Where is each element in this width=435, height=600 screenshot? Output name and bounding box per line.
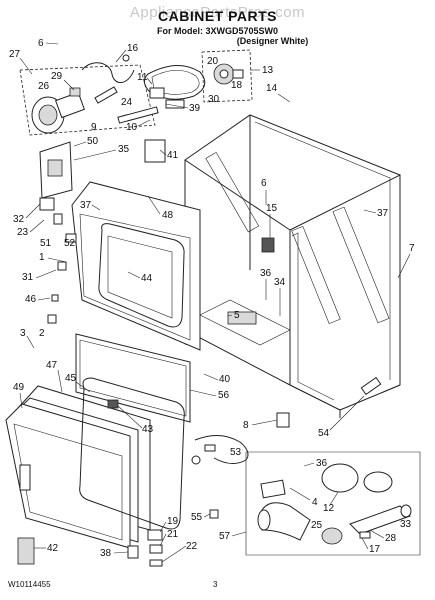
callout-label: 44 <box>141 273 153 284</box>
callout-label: 6 <box>38 38 44 49</box>
callout-label: 48 <box>162 210 174 221</box>
callout-label: 53 <box>230 447 242 458</box>
callout-label: 27 <box>9 49 21 60</box>
callout-label: 24 <box>121 97 133 108</box>
model-line: For Model: 3XWGD5705SW0 <box>156 26 279 36</box>
callout-label: 28 <box>385 533 397 544</box>
callout-label: 54 <box>318 428 330 439</box>
callout-label: 42 <box>47 543 59 554</box>
callout-label: 36 <box>316 458 328 469</box>
callout-label: 1 <box>39 252 45 263</box>
callout-label: 46 <box>25 294 37 305</box>
callout-label: 6 <box>261 178 267 189</box>
callout-label: 56 <box>218 390 230 401</box>
callout-label: 37 <box>377 208 389 219</box>
callout-label: 13 <box>262 65 274 76</box>
callout-label: 7 <box>409 243 415 254</box>
callout-label: 25 <box>311 520 323 531</box>
callout-label: 2 <box>39 328 45 339</box>
callout-label: 22 <box>186 541 198 552</box>
callout-label: 41 <box>167 150 179 161</box>
callout-label: 39 <box>189 103 201 114</box>
callout-label: 11 <box>137 72 148 83</box>
callout-label: 50 <box>87 136 99 147</box>
callout-label: 9 <box>91 122 97 133</box>
callout-label: 8 <box>243 420 249 431</box>
callout-label: 21 <box>167 529 179 540</box>
callout-label: 12 <box>323 503 335 514</box>
model-note: (Designer White) <box>236 36 309 46</box>
callout-label: 57 <box>219 531 231 542</box>
page-number: 3 <box>213 580 218 589</box>
callout-label: 19 <box>167 516 179 527</box>
callout-label: 4 <box>312 497 318 508</box>
callout-label: 55 <box>191 512 203 523</box>
watermark: AppliancePartsPros.com <box>129 4 306 21</box>
callout-label: 17 <box>369 544 381 555</box>
callout-label: 35 <box>118 144 130 155</box>
document-number: W10114455 <box>8 580 51 589</box>
page-title: CABINET PARTS <box>157 8 278 24</box>
front-panel <box>71 181 201 351</box>
callout-label: 45 <box>65 373 77 384</box>
knob-assembly <box>201 49 253 103</box>
callout-label: 26 <box>38 81 50 92</box>
callout-label: 49 <box>13 382 25 393</box>
callout-label: 31 <box>22 272 34 283</box>
callout-label: 15 <box>266 203 278 214</box>
callout-label: 20 <box>207 56 219 67</box>
callout-label: 34 <box>274 277 286 288</box>
callout-label: 29 <box>51 71 63 82</box>
callout-label: 52 <box>64 238 76 249</box>
callout-label: 18 <box>231 80 243 91</box>
callout-label: 51 <box>40 238 52 249</box>
callout-label: 14 <box>266 83 278 94</box>
callout-label: 38 <box>100 548 112 559</box>
callout-label: 33 <box>400 519 412 530</box>
callout-label: 3 <box>20 328 26 339</box>
callout-label: 23 <box>17 227 29 238</box>
callout-label: 47 <box>46 360 58 371</box>
callout-label: 32 <box>13 214 25 225</box>
callout-label: 30 <box>208 94 220 105</box>
callout-label: 10 <box>126 122 138 133</box>
cabinet-body <box>184 114 401 418</box>
callout-label: 36 <box>260 268 272 279</box>
upper-left-parts <box>19 54 159 324</box>
callout-label: 40 <box>219 374 231 385</box>
loose-parts-right <box>191 376 382 465</box>
callout-labels: 6 27 16 29 26 9 10 50 35 11 24 39 20 30 … <box>9 38 415 563</box>
toe-panel <box>75 333 191 423</box>
drum-belt <box>144 65 206 163</box>
callout-label: 5 <box>234 310 240 321</box>
door-assembly <box>5 377 185 549</box>
exhaust-kit <box>245 451 421 556</box>
callout-label: 37 <box>80 200 92 211</box>
callout-label: 43 <box>142 424 154 435</box>
callout-label: 16 <box>127 43 139 54</box>
